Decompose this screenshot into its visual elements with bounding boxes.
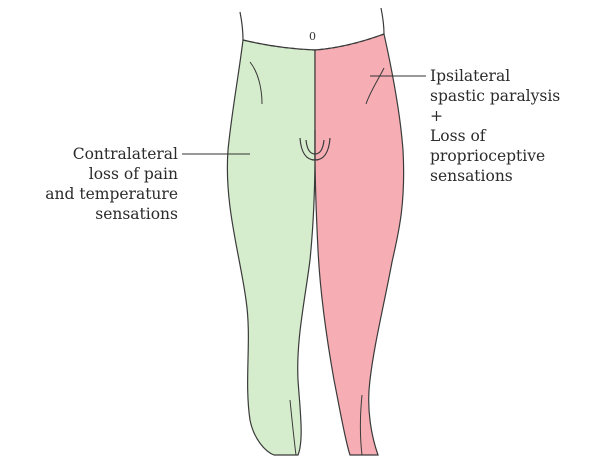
label-line: Loss of [430,127,486,145]
label-line: loss of pain [88,165,178,183]
torso-right-edge [380,7,385,35]
right-hip-contour [365,67,385,105]
left-leg-region [226,39,316,456]
label-line: and temperature [45,185,178,203]
label-line: Ipsilateral [430,67,511,85]
label-line: spastic paralysis [430,87,561,105]
contralateral-label: Contralateral loss of pain and temperatu… [45,144,178,224]
left-ankle-line [289,399,297,456]
label-line: sensations [430,167,513,185]
label-line: + [430,107,443,125]
ipsilateral-label: Ipsilateral spastic paralysis + Loss of … [430,66,560,186]
label-line: proprioceptive [430,147,546,165]
genitalia-outline [299,130,331,161]
right-leg-region [314,33,405,456]
right-ankle-line [360,394,363,456]
torso-left-edge [239,11,244,41]
center-mark: 0 [309,30,316,43]
left-hip-contour [249,61,263,105]
label-line: sensations [95,205,178,223]
label-line: Contralateral [72,145,178,163]
